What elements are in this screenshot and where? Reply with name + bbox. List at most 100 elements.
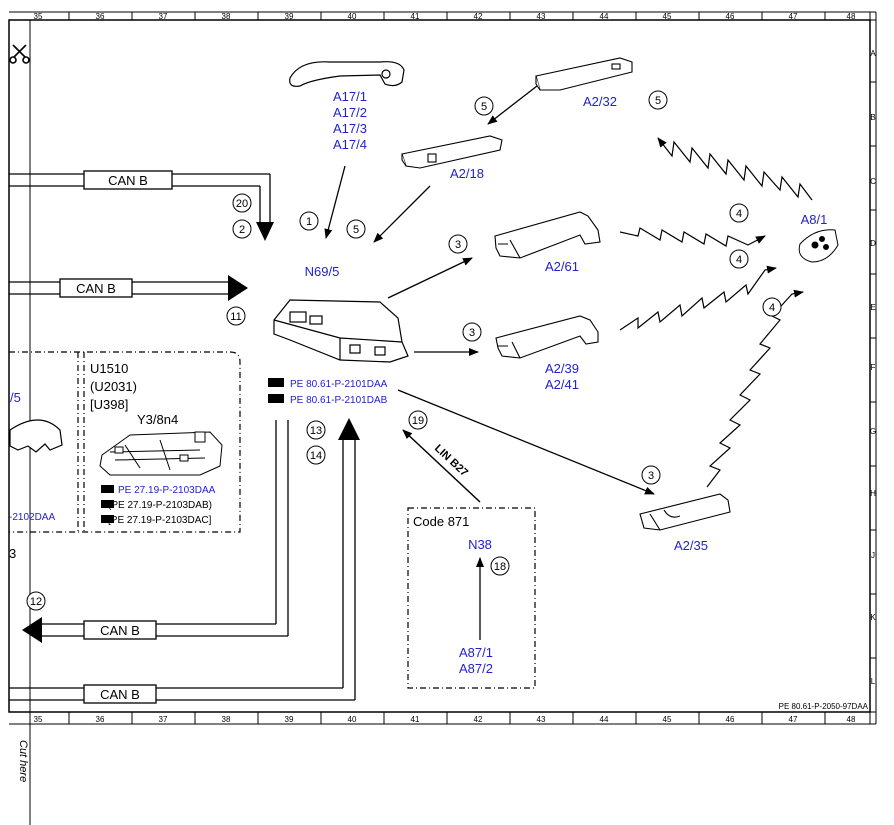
ruler-col: 47 xyxy=(789,12,798,21)
callout: 5 xyxy=(655,95,661,107)
can-b-label-box xyxy=(83,170,173,190)
signal-arrow xyxy=(397,389,655,495)
callout: 20 xyxy=(236,198,248,210)
module-box-left xyxy=(9,351,241,533)
ref-link[interactable]: [PE 27.19-P-2103DAC] xyxy=(108,515,212,526)
ruler-col: 36 xyxy=(96,12,105,21)
ruler-col: 44 xyxy=(600,12,609,21)
can-b-label: CAN B xyxy=(100,623,140,638)
code-871-box xyxy=(407,507,536,689)
can-b-label: CAN B xyxy=(100,687,140,702)
pointing-hand-icon xyxy=(268,378,284,387)
n69-5-control-unit xyxy=(273,299,409,363)
ruler-col: 40 xyxy=(348,715,357,724)
callout: 11 xyxy=(230,311,241,323)
arrow-head xyxy=(256,222,274,241)
ruler-col: 35 xyxy=(34,12,43,21)
signal-arrow xyxy=(324,165,346,239)
a2-32-label: A2/32 xyxy=(583,94,617,109)
radio-signal xyxy=(657,137,813,201)
callout: 4 xyxy=(769,302,775,314)
callout: 3 xyxy=(455,239,461,251)
callout: 5 xyxy=(481,101,487,113)
ruler-row: H xyxy=(870,489,876,498)
can-b-line-bottom xyxy=(9,440,356,701)
pointing-hand-icon xyxy=(101,500,114,508)
scissors-icon xyxy=(9,44,30,64)
a17-door-handle xyxy=(289,61,405,87)
partial-ref: -2102DAA xyxy=(9,512,55,523)
ruler-col: 38 xyxy=(222,12,231,21)
a8-1-label: A8/1 xyxy=(801,212,828,227)
radio-signal xyxy=(619,227,766,247)
ruler-row: L xyxy=(871,677,876,686)
callout: 18 xyxy=(494,561,506,573)
ruler-col: 36 xyxy=(96,715,105,724)
ruler-col: 41 xyxy=(411,12,420,21)
callout: 3 xyxy=(469,327,475,339)
a17-2-label: A17/2 xyxy=(333,105,367,120)
callout: 12 xyxy=(30,596,42,608)
a17-1-label: A17/1 xyxy=(333,89,367,104)
ruler-col: 42 xyxy=(474,12,483,21)
a2-39-label: A2/39 xyxy=(545,361,579,376)
a87-2-label: A87/2 xyxy=(459,661,493,676)
ref-link[interactable]: PE 80.61-P-2101DAB xyxy=(290,395,388,406)
ruler-row: F xyxy=(871,363,876,372)
ruler-row: D xyxy=(870,239,876,248)
ruler-col: 46 xyxy=(726,715,735,724)
lin-b27-line xyxy=(402,429,481,503)
a2-32-antenna xyxy=(535,57,633,91)
can-b-label: CAN B xyxy=(108,173,148,188)
a2-61-label: A2/61 xyxy=(545,259,579,274)
ruler-col: 38 xyxy=(222,715,231,724)
ref-link[interactable]: PE 27.19-P-2103DAA xyxy=(118,485,216,496)
arrow-head xyxy=(338,418,360,440)
code-u398: [U398] xyxy=(90,397,128,412)
a2-41-label: A2/41 xyxy=(545,377,579,392)
can-b-label: CAN B xyxy=(76,281,116,296)
n69-refs: PE 80.61-P-2101DAA PE 80.61-P-2101DAB xyxy=(268,378,388,406)
ruler-col: 46 xyxy=(726,12,735,21)
ruler-col: 39 xyxy=(285,715,294,724)
top-ruler: 35 36 37 38 39 40 41 42 43 44 45 46 47 4… xyxy=(34,12,856,21)
callout: 13 xyxy=(310,425,322,437)
callout: 4 xyxy=(736,254,742,266)
partial-label: /5 xyxy=(10,390,21,405)
a17-4-label: A17/4 xyxy=(333,137,367,152)
y3-refs: PE 27.19-P-2103DAA (PE 27.19-P-2103DAB) … xyxy=(101,485,216,526)
a2-18-antenna xyxy=(401,135,503,169)
can-b-label-box xyxy=(59,278,133,298)
ruler-col: 37 xyxy=(159,12,168,21)
ruler-row: A xyxy=(870,49,876,58)
ruler-col: 43 xyxy=(537,715,546,724)
diagram-frame xyxy=(8,11,877,825)
callout: 5 xyxy=(353,224,359,236)
ruler-row: B xyxy=(870,113,875,122)
ruler-col: 42 xyxy=(474,715,483,724)
bottom-ruler: 35 36 37 38 39 40 41 42 43 44 45 46 47 4… xyxy=(34,715,856,724)
callout: 14 xyxy=(310,450,322,462)
pointing-hand-icon xyxy=(101,515,114,523)
ruler-col: 48 xyxy=(847,715,856,724)
callout: 3 xyxy=(648,470,654,482)
can-b-label-box xyxy=(83,620,157,640)
cut-here-label: Cut here xyxy=(17,740,29,782)
ruler-ticks xyxy=(68,12,876,724)
ruler-col: 39 xyxy=(285,12,294,21)
ruler-row: K xyxy=(870,613,876,622)
can-b-label-box xyxy=(83,684,157,704)
ruler-col: 37 xyxy=(159,715,168,724)
ref-link[interactable]: (PE 27.19-P-2103DAB) xyxy=(108,500,212,511)
radio-signal xyxy=(619,265,777,331)
code-u2031: (U2031) xyxy=(90,379,137,394)
ref-link[interactable]: PE 80.61-P-2101DAA xyxy=(290,379,388,390)
callout: 2 xyxy=(239,224,245,236)
signal-arrow xyxy=(387,257,473,299)
ruler-col: 45 xyxy=(663,715,672,724)
radio-signal xyxy=(706,289,804,488)
document-reference: PE 80.61-P-2050-97DAA xyxy=(779,702,869,711)
callout-numbers: 1 20 2 5 5 5 4 4 4 3 3 3 11 13 14 19 18 … xyxy=(30,95,775,608)
ruler-row: C xyxy=(870,177,876,186)
ruler-col: 41 xyxy=(411,715,420,724)
